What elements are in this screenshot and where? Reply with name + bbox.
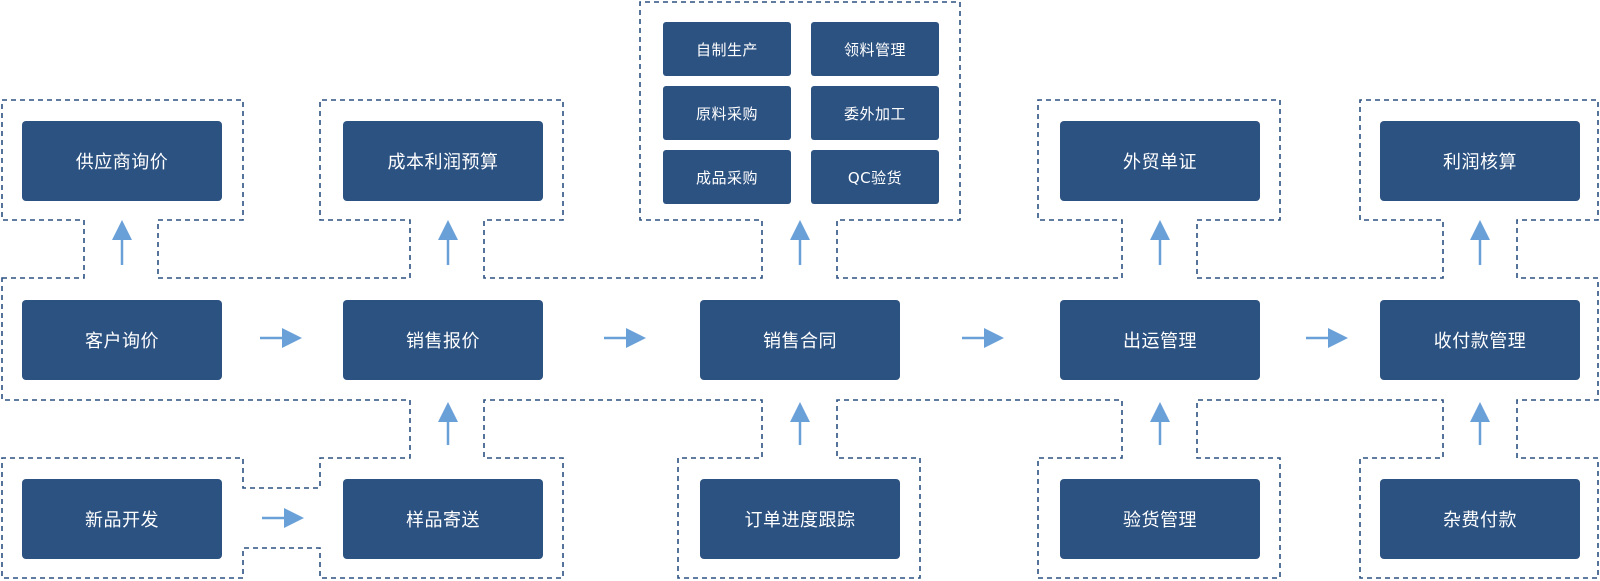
shipping-management-box[interactable]: 出运管理	[1060, 300, 1260, 380]
payment-management-box[interactable]: 收付款管理	[1380, 300, 1580, 380]
raw-material-purchase-box[interactable]: 原料采购	[663, 86, 791, 140]
misc-payment-box[interactable]: 杂费付款	[1380, 479, 1580, 559]
order-progress-tracking-box[interactable]: 订单进度跟踪	[700, 479, 900, 559]
material-requisition-box[interactable]: 领料管理	[811, 22, 939, 76]
self-production-box[interactable]: 自制生产	[663, 22, 791, 76]
inspection-management-box[interactable]: 验货管理	[1060, 479, 1260, 559]
foreign-trade-documents-box[interactable]: 外贸单证	[1060, 121, 1260, 201]
sample-delivery-box[interactable]: 样品寄送	[343, 479, 543, 559]
outsourced-processing-box[interactable]: 委外加工	[811, 86, 939, 140]
qc-inspection-box[interactable]: QC验货	[811, 150, 939, 204]
sales-quotation-box[interactable]: 销售报价	[343, 300, 543, 380]
profit-accounting-box[interactable]: 利润核算	[1380, 121, 1580, 201]
sales-contract-box[interactable]: 销售合同	[700, 300, 900, 380]
customer-inquiry-box[interactable]: 客户询价	[22, 300, 222, 380]
new-product-development-box[interactable]: 新品开发	[22, 479, 222, 559]
cost-profit-budget-box[interactable]: 成本利润预算	[343, 121, 543, 201]
finished-goods-purchase-box[interactable]: 成品采购	[663, 150, 791, 204]
supplier-inquiry-box[interactable]: 供应商询价	[22, 121, 222, 201]
